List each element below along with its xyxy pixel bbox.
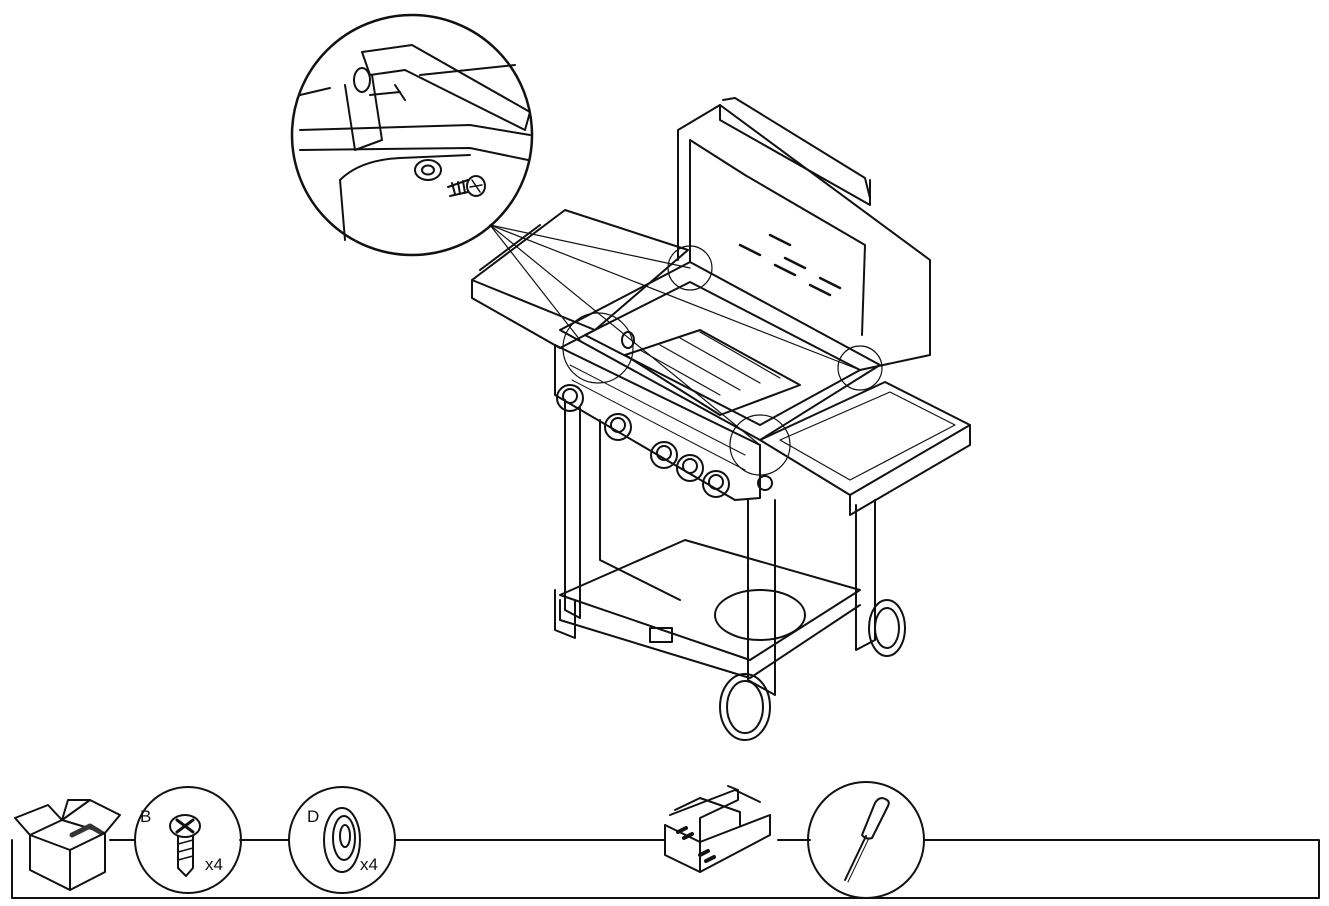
open-box-icon [14,799,121,891]
screw-icon [169,814,201,877]
detail-zoom-view [290,13,861,446]
part-d-label: D [307,807,319,826]
part-b-qty: x4 [205,855,223,874]
part-b-label: B [140,807,151,826]
toolbox-icon [664,785,771,873]
part-d-qty: x4 [360,855,378,874]
grill-illustration [471,97,971,741]
parts-tools-bar [11,839,1320,899]
tool-screwdriver [807,781,925,899]
part-b-screw [134,786,242,894]
washer-icon [323,807,361,873]
part-d-washer [288,786,396,894]
screwdriver-icon [844,797,890,883]
